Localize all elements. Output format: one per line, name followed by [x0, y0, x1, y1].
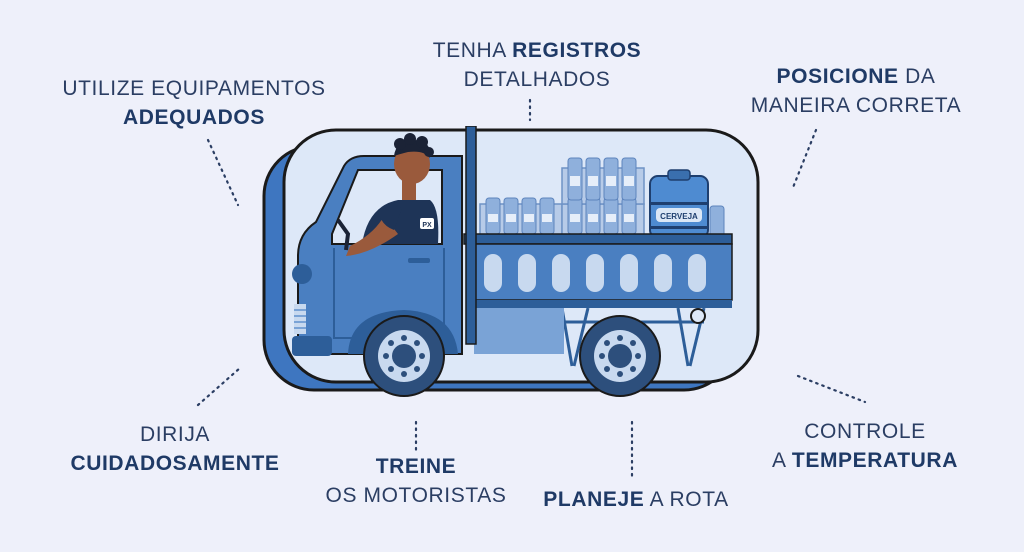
tip-dirija-strong: CUIDADOSAMENTE	[70, 452, 280, 475]
tip-registros-pre: TENHA	[432, 39, 513, 62]
tip-equipamentos: UTILIZE EQUIPAMENTOS ADEQUADOS	[40, 74, 348, 132]
connector-dirija	[196, 366, 242, 407]
tip-controle-pre: A	[772, 449, 792, 472]
connector-posicione	[790, 128, 818, 192]
tip-controle-strong: TEMPERATURA	[791, 449, 958, 472]
keg-label: CERVEJA	[660, 212, 698, 221]
tip-dirija-line1: DIRIJA	[139, 423, 211, 446]
tip-treine: TREINE OS MOTORISTAS	[296, 452, 536, 510]
tip-posicione-strong: POSICIONE	[776, 65, 899, 88]
tip-posicione-line2: MANEIRA CORRETA	[750, 94, 962, 117]
tip-planeje-post: A ROTA	[644, 488, 729, 511]
truck-illustration: CERVEJA	[262, 126, 760, 397]
tip-equipamentos-line1: UTILIZE EQUIPAMENTOS	[62, 77, 326, 100]
tip-equipamentos-strong: ADEQUADOS	[123, 106, 265, 129]
tip-controle-line1: CONTROLE	[804, 420, 926, 443]
tip-treine-line2: OS MOTORISTAS	[325, 484, 507, 507]
truck-bed	[463, 233, 733, 367]
cab-pole	[465, 126, 477, 345]
connector-controle	[796, 374, 867, 404]
bottle-crates	[479, 157, 645, 239]
tip-planeje-strong: PLANEJE	[543, 488, 645, 511]
tip-registros-line2: DETALHADOS	[463, 68, 611, 91]
tip-treine-strong: TREINE	[375, 455, 457, 478]
steering-wheel-icon	[336, 218, 351, 251]
connector-equipamentos	[206, 138, 240, 207]
front-wheel	[363, 315, 445, 397]
tip-dirija: DIRIJA CUIDADOSAMENTE	[30, 420, 320, 478]
driver-figure: PX	[336, 133, 439, 256]
tip-posicione-post: DA	[898, 65, 936, 88]
rear-wheel	[579, 315, 661, 397]
tip-registros: TENHA REGISTROS DETALHADOS	[402, 36, 672, 94]
tip-planeje: PLANEJE A ROTA	[516, 485, 756, 514]
tip-registros-strong: REGISTROS	[512, 39, 642, 62]
tip-controle: CONTROLE A TEMPERATURA	[740, 417, 990, 475]
driver-badge: PX	[422, 222, 432, 229]
tip-posicione: POSICIONE DA MANEIRA CORRETA	[716, 62, 996, 120]
